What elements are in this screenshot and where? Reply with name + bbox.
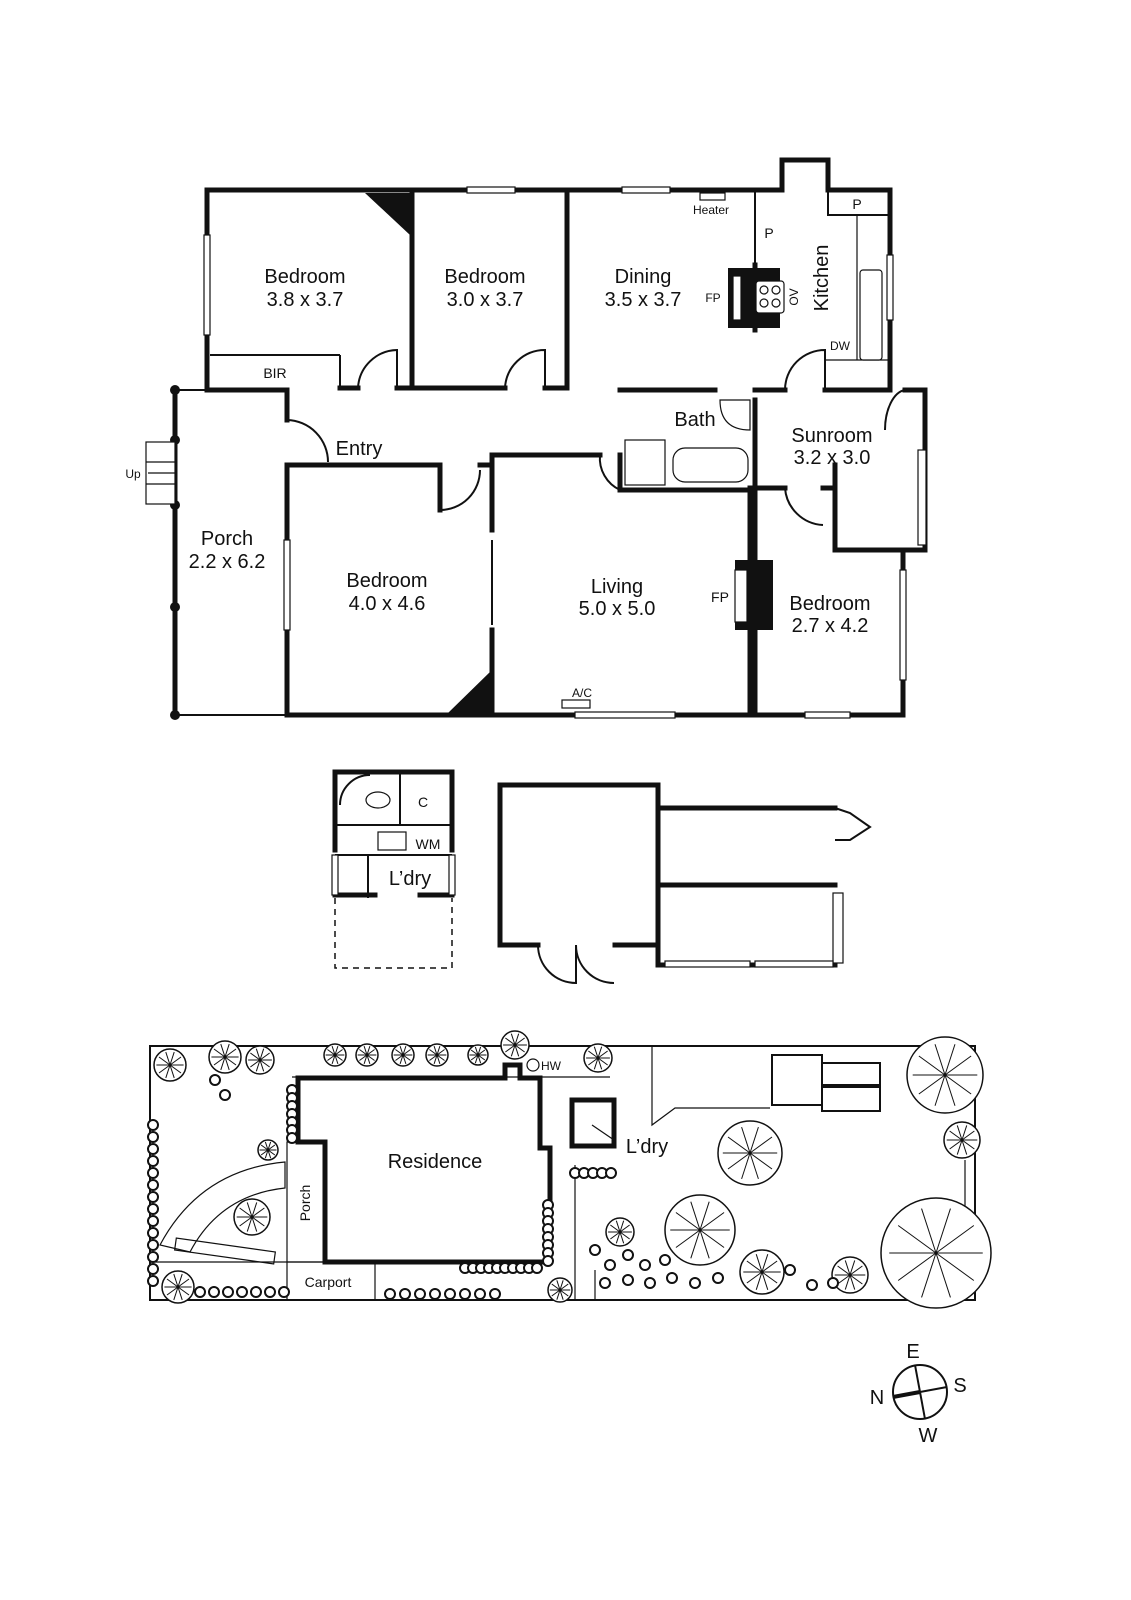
- shrub-icon: [147, 1263, 159, 1275]
- room-name-bedroom-1: Bedroom: [264, 266, 345, 288]
- shrub-icon: [147, 1215, 159, 1227]
- shrub-icon: [689, 1277, 701, 1289]
- shrub-icon: [542, 1255, 554, 1267]
- fixture-oven: OV: [787, 288, 801, 305]
- closet-label: C: [418, 794, 428, 810]
- shrub-icon: [489, 1288, 501, 1300]
- room-size-bedroom-1: 3.8 x 3.7: [267, 289, 344, 311]
- carport-label: Carport: [305, 1274, 352, 1290]
- shrub-icon: [644, 1277, 656, 1289]
- shrub-icon: [399, 1288, 411, 1300]
- shrub-icon: [659, 1254, 671, 1266]
- shrub-icon: [222, 1286, 234, 1298]
- shrub-icon: [236, 1286, 248, 1298]
- compass-south: S: [953, 1375, 966, 1397]
- washing-machine-label: WM: [416, 836, 441, 852]
- shrub-icon: [806, 1279, 818, 1291]
- shrub-icon: [414, 1288, 426, 1300]
- fixture-pantry-2: P: [852, 196, 861, 212]
- room-name-dining: Dining: [615, 266, 672, 288]
- shrub-icon: [194, 1286, 206, 1298]
- laundry-outbuilding: C WM L’dry: [331, 769, 456, 969]
- shrub-icon: [599, 1277, 611, 1289]
- shrub-icon: [622, 1249, 634, 1261]
- residence-label: Residence: [388, 1151, 483, 1173]
- room-labels: Bedroom 3.8 x 3.7 Bedroom 3.0 x 3.7 Dini…: [125, 196, 872, 700]
- compass-north: N: [870, 1387, 884, 1409]
- room-name-entry: Entry: [336, 438, 383, 460]
- shrub-icon: [147, 1251, 159, 1263]
- shrub-icon: [384, 1288, 396, 1300]
- room-name-living: Living: [591, 576, 643, 598]
- shrub-icon: [827, 1277, 839, 1289]
- room-name-bedroom-2: Bedroom: [444, 266, 525, 288]
- shrub-icon: [219, 1089, 231, 1101]
- room-size-dining: 3.5 x 3.7: [605, 289, 682, 311]
- room-size-bedroom-2: 3.0 x 3.7: [447, 289, 524, 311]
- site-porch-label: Porch: [297, 1185, 313, 1222]
- shrub-icon: [604, 1259, 616, 1271]
- shrub-icon: [147, 1155, 159, 1167]
- shrub-icon: [147, 1143, 159, 1155]
- shrub-icon: [784, 1264, 796, 1276]
- shrub-icon: [147, 1275, 159, 1287]
- shrub-icon: [429, 1288, 441, 1300]
- shrub-icon: [147, 1191, 159, 1203]
- shrub-icon: [622, 1274, 634, 1286]
- shrub-icon: [474, 1288, 486, 1300]
- main-house-walls: [145, 157, 928, 720]
- room-name-bath: Bath: [674, 409, 715, 431]
- room-size-living: 5.0 x 5.0: [579, 598, 656, 620]
- compass-east: E: [906, 1341, 919, 1363]
- shrub-icon: [147, 1179, 159, 1191]
- shrub-icon: [264, 1286, 276, 1298]
- fixture-fireplace-living: FP: [711, 589, 729, 605]
- shrub-icon: [209, 1074, 221, 1086]
- room-name-bedroom-4: Bedroom: [789, 593, 870, 615]
- site-trees: [147, 1030, 992, 1309]
- room-name-bedroom-3: Bedroom: [346, 570, 427, 592]
- shrub-icon: [147, 1239, 159, 1251]
- shrub-icon: [147, 1131, 159, 1143]
- shrub-icon: [208, 1286, 220, 1298]
- room-name-sunroom: Sunroom: [791, 425, 872, 447]
- compass: N E S W: [870, 1341, 967, 1447]
- fixture-dishwasher: DW: [830, 339, 851, 353]
- shed-and-carports: [497, 782, 872, 985]
- shrub-icon: [250, 1286, 262, 1298]
- room-name-kitchen: Kitchen: [811, 245, 833, 312]
- shrub-icon: [286, 1132, 298, 1144]
- fixture-bir: BIR: [263, 365, 286, 381]
- room-size-sunroom: 3.2 x 3.0: [794, 447, 871, 469]
- room-name-porch: Porch: [201, 528, 253, 550]
- room-size-bedroom-4: 2.7 x 4.2: [792, 615, 869, 637]
- fixture-pantry-1: P: [764, 225, 773, 241]
- room-size-bedroom-3: 4.0 x 4.6: [349, 593, 426, 615]
- shrub-icon: [147, 1167, 159, 1179]
- fixture-heater: Heater: [693, 203, 729, 217]
- shrub-icon: [531, 1262, 543, 1274]
- shrub-icon: [712, 1272, 724, 1284]
- shrub-icon: [639, 1259, 651, 1271]
- site-laundry-label: L’dry: [626, 1136, 668, 1158]
- fixture-air-conditioner: A/C: [572, 686, 592, 700]
- shrub-icon: [278, 1286, 290, 1298]
- compass-ring: [892, 1364, 948, 1420]
- shrub-icon: [605, 1167, 617, 1179]
- shrub-icon: [589, 1244, 601, 1256]
- shrub-icon: [147, 1203, 159, 1215]
- shrub-icon: [666, 1272, 678, 1284]
- shrub-icon: [147, 1227, 159, 1239]
- shrub-icon: [147, 1119, 159, 1131]
- fixture-fireplace-dining: FP: [705, 291, 720, 305]
- shrub-icon: [444, 1288, 456, 1300]
- stairs-up-label: Up: [125, 467, 141, 481]
- laundry-label: L’dry: [389, 868, 431, 890]
- compass-west: W: [919, 1425, 938, 1447]
- shrub-icon: [459, 1288, 471, 1300]
- room-size-porch: 2.2 x 6.2: [189, 551, 266, 573]
- hot-water-label: HW: [541, 1059, 562, 1073]
- site-plan: HW Residence L’dry Porch Carport: [147, 1030, 992, 1309]
